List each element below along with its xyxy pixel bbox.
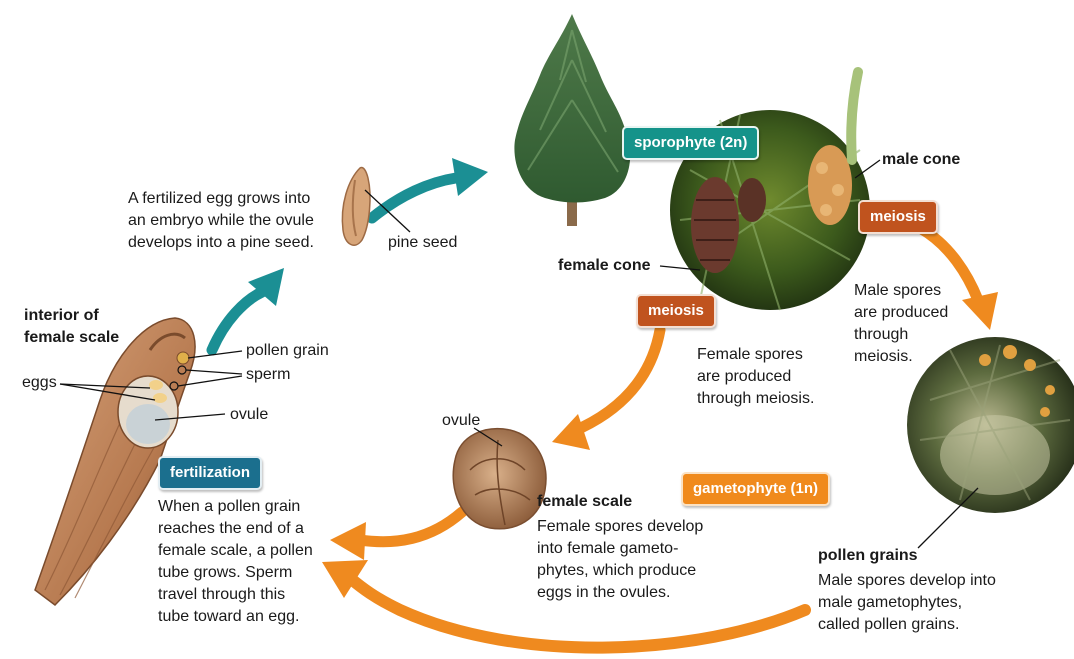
pollen-grains-line: called pollen grains. [818,614,959,635]
meiosis-to-pollen-arrowhead [962,292,998,330]
cones-photo [670,72,870,310]
fertilization-line: travel through this [158,584,285,605]
male-spores-line: are produced [854,302,948,323]
pollen-grains-line: Male spores develop into [818,570,996,591]
embryo-text-line: develops into a pine seed. [128,232,314,253]
female-scale-line: phytes, which produce [537,560,696,581]
fertilization-line: tube toward an egg. [158,606,299,627]
ovule-scale-label: ovule [230,404,268,425]
male-spores-line: through [854,324,908,345]
male-spores-line: Male spores [854,280,941,301]
sperm-label: sperm [246,364,290,385]
pollen-grain-label: pollen grain [246,340,329,361]
female-spores-line: through meiosis. [697,388,814,409]
fertilization-line: female scale, a pollen [158,540,313,561]
embryo-text-line: A fertilized egg grows into [128,188,310,209]
pine-seed [342,167,370,245]
fertilization-line: reaches the end of a [158,518,304,539]
interior-label-line2: female scale [24,328,119,347]
female-scale-line: Female spores develop [537,516,703,537]
seed-to-tree-arrowhead [452,158,488,196]
male-spores-line: meiosis. [854,346,913,367]
pollen-grains-label: pollen grains [818,546,918,565]
embryo-text-line: an embryo while the ovule [128,210,314,231]
female-scale-label: female scale [537,492,632,511]
female-scale-line: eggs in the ovules. [537,582,670,603]
scale-to-fertilization-arrowhead [330,522,366,560]
meiosis-male-badge: meiosis [858,200,938,234]
eggs-label: eggs [22,372,57,393]
pine-seed-label: pine seed [388,232,457,253]
sporophyte-badge: sporophyte (2n) [622,126,759,160]
scale-to-fertilization-arrow [360,512,462,542]
fertilization-line: When a pollen grain [158,496,300,517]
gametophyte-badge: gametophyte (1n) [681,472,830,506]
female-cone-label: female cone [558,256,650,275]
female-spores-line: Female spores [697,344,803,365]
meiosis-to-ovule-arrow [572,330,660,432]
pine-tree [514,14,630,226]
sperm-leader-1 [186,370,242,374]
pollen-grains-line: male gametophytes, [818,592,962,613]
ovule-top-label: ovule [442,410,480,431]
fertilization-badge: fertilization [158,456,262,490]
fertilization-line: tube grows. Sperm [158,562,292,583]
male-cone-label: male cone [882,150,960,169]
female-scale-line: into female gameto- [537,538,678,559]
seed-to-tree-arrow [372,178,456,218]
female-spores-line: are produced [697,366,791,387]
pollen-photo [907,337,1074,513]
meiosis-female-badge: meiosis [636,294,716,328]
interior-label-line1: interior of [24,306,99,325]
